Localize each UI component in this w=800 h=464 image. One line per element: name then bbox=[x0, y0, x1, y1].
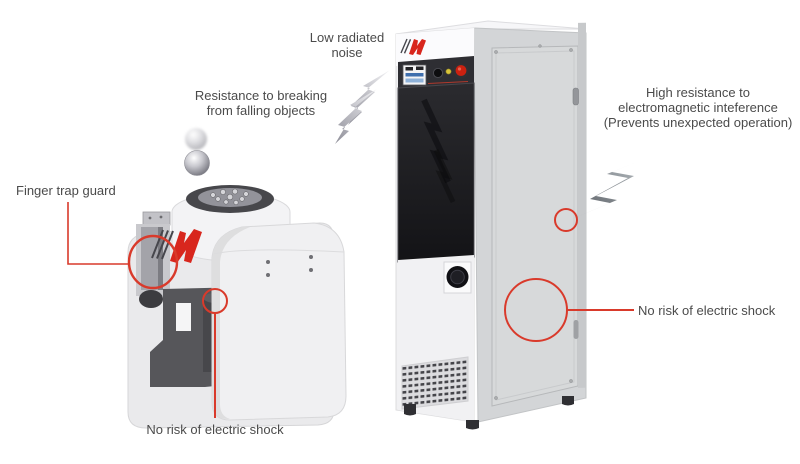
callout-finger-trap-guard: Finger trap guard bbox=[16, 183, 116, 198]
callout-line-text: electromagnetic inteference bbox=[618, 100, 778, 115]
steel-ball bbox=[184, 150, 210, 176]
callout-line-text: No risk of electric shock bbox=[638, 303, 776, 318]
door-handle bbox=[572, 87, 579, 106]
panel-knob bbox=[432, 67, 444, 79]
amplifier-cabinet-illustration bbox=[395, 20, 587, 430]
callout-emi-resistance: High resistance to electromagnetic intef… bbox=[592, 85, 800, 130]
door-hinge bbox=[573, 320, 579, 339]
imv-logo-cabinet bbox=[400, 38, 426, 55]
callout-line-text: No risk of electric shock bbox=[146, 422, 284, 437]
lightning-bolt-noise-icon bbox=[335, 70, 390, 144]
callout-line-text: from falling objects bbox=[206, 103, 316, 118]
falling-balls-illustration bbox=[184, 128, 210, 176]
callout-line-text: Finger trap guard bbox=[16, 183, 116, 198]
callout-falling-objects: Resistance to breaking from falling obje… bbox=[178, 88, 344, 118]
emergency-stop-button bbox=[455, 65, 467, 76]
callout-line-text: Resistance to breaking bbox=[194, 88, 328, 103]
shaker-machine-illustration bbox=[127, 185, 347, 429]
highlight-circle-cabinet-emi bbox=[554, 208, 578, 232]
callout-low-radiated-noise: Low radiated noise bbox=[287, 30, 407, 60]
callout-no-shock-cabinet: No risk of electric shock bbox=[638, 303, 775, 318]
highlight-circle-finger-guard bbox=[127, 234, 179, 290]
table-inserts bbox=[210, 188, 249, 206]
callout-line-finger-guard bbox=[67, 202, 129, 265]
callout-no-shock-shaker: No risk of electric shock bbox=[109, 422, 321, 437]
red-annotations bbox=[67, 202, 634, 418]
ghost-ball bbox=[185, 128, 207, 150]
callout-line-text: High resistance to bbox=[645, 85, 751, 100]
finger-trap-guard-part bbox=[141, 227, 161, 290]
leveling-feet bbox=[404, 396, 574, 430]
callout-line-text: (Prevents unexpected operation) bbox=[603, 115, 793, 130]
cabinet-door bbox=[491, 45, 579, 407]
imv-logo-shaker bbox=[151, 229, 202, 263]
indicator-lamp bbox=[445, 68, 452, 75]
vent-grille bbox=[401, 356, 469, 410]
door-screws bbox=[494, 44, 573, 400]
callout-line-text: Low radiated bbox=[309, 30, 385, 45]
cover-screws bbox=[266, 255, 313, 277]
callout-line-text: noise bbox=[331, 45, 363, 60]
mesh-grille bbox=[397, 82, 475, 263]
